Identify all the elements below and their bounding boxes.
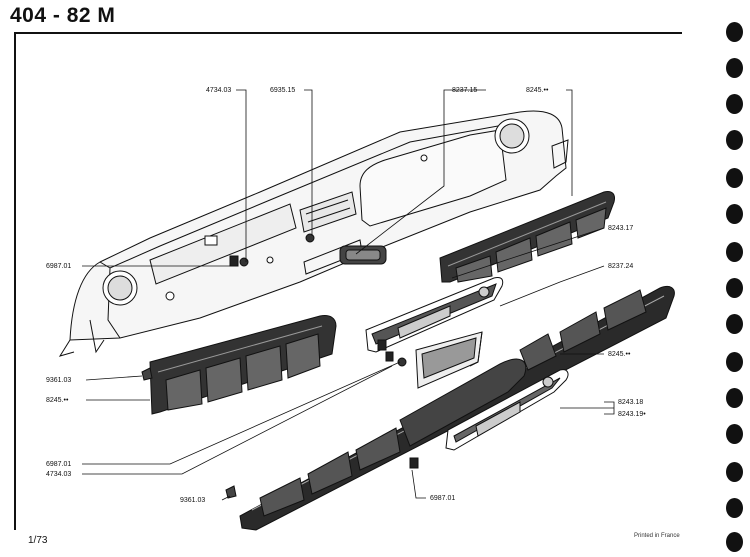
dashboard-shell: [58, 110, 569, 357]
page-title: 404 - 82 M: [10, 4, 116, 27]
callout-8245-top: 8245.••: [526, 87, 549, 94]
callout-6935-15: 6935.15: [270, 87, 295, 94]
callout-9361-03-left: 9361.03: [46, 377, 71, 384]
leader-lines: [82, 89, 615, 501]
callout-labels: 4734.03 6935.15 8237.15 8245.•• 6987.01 …: [46, 87, 646, 504]
clips: [141, 367, 237, 499]
callout-6987-01-left: 6987.01: [46, 263, 71, 270]
padded-trim-lower: [239, 285, 675, 531]
callout-8243-17: 8243.17: [608, 225, 633, 232]
binder-hole: [726, 314, 743, 334]
binder-hole: [726, 58, 743, 78]
padded-trim-upper-right: [439, 191, 615, 283]
binder-hole: [726, 204, 743, 224]
binder-hole: [726, 352, 743, 372]
callout-4734-03-bottom-left: 4734.03: [46, 471, 71, 478]
callout-4734-03-top: 4734.03: [206, 87, 231, 94]
glovebox-insert: [385, 331, 483, 389]
binder-hole: [726, 532, 743, 552]
frame-left-rule: [14, 32, 16, 530]
callout-8245-left: 8245.••: [46, 397, 69, 404]
callout-8243-18: 8243.18: [618, 399, 643, 406]
binder-holes: [720, 0, 750, 557]
callout-6987-01-bottom: 6987.01: [430, 495, 455, 502]
page-number: 1/73: [28, 535, 48, 546]
binder-hole: [726, 130, 743, 150]
callout-6987-01-bottom-left: 6987.01: [46, 461, 71, 468]
binder-hole: [726, 278, 743, 298]
callout-8243-19: 8243.19•: [618, 411, 646, 418]
instrument-bezel: [365, 277, 504, 353]
printed-note: Printed in France: [634, 533, 680, 539]
binder-hole: [726, 498, 743, 518]
lower-bezel: [409, 369, 569, 469]
binder-hole: [726, 94, 743, 114]
dashboard-vents: [102, 118, 530, 306]
binder-hole: [726, 424, 743, 444]
padded-trim-left: [149, 315, 337, 415]
binder-hole: [726, 168, 743, 188]
binder-hole: [726, 22, 743, 42]
frame-top-rule: [14, 32, 682, 34]
exploded-dashboard-diagram: 4734.03 6935.15 8237.15 8245.•• 6987.01 …: [46, 87, 675, 531]
binder-hole: [726, 462, 743, 482]
callout-8245-right: 8245.••: [608, 351, 631, 358]
binder-hole: [726, 242, 743, 262]
callout-9361-03-bottom: 9361.03: [180, 497, 205, 504]
callout-8237-15: 8237.15: [452, 87, 477, 94]
binder-hole: [726, 388, 743, 408]
callout-8237-24: 8237.24: [608, 263, 633, 270]
